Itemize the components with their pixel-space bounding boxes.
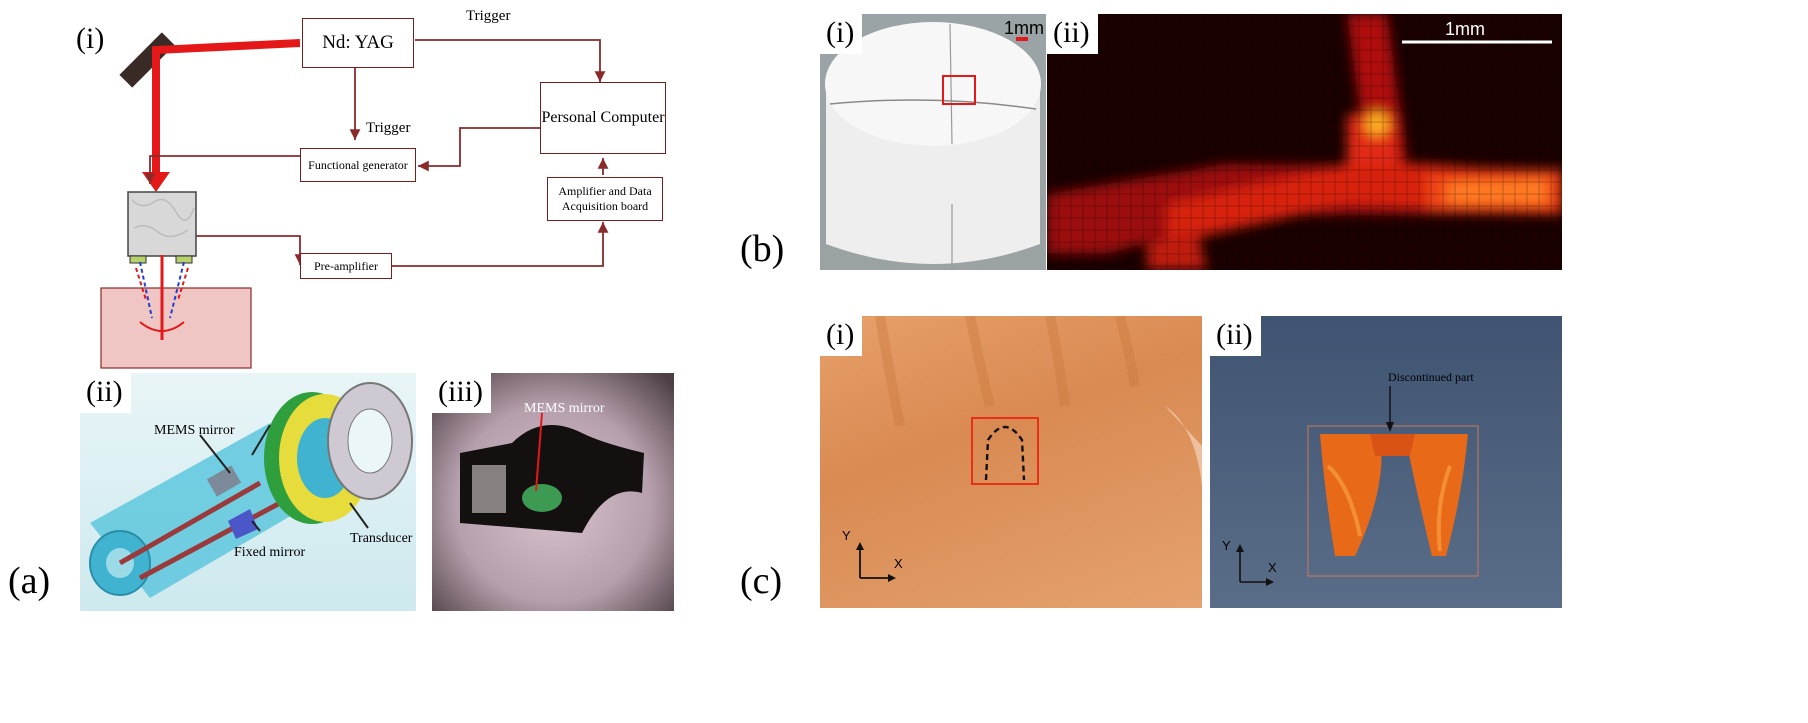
- transducer-label: Transducer: [350, 531, 413, 546]
- axis-x-c-ii: X: [1268, 560, 1277, 575]
- amplifier-line2: Acquisition board: [561, 199, 649, 213]
- fixed-mirror-label: Fixed mirror: [234, 545, 306, 560]
- sample-holder: [127, 191, 197, 257]
- ndyag-box: Nd: YAG: [302, 18, 414, 68]
- trigger-top-label: Trigger: [466, 8, 511, 24]
- pre-amplifier-box: Pre-amplifier: [300, 253, 392, 279]
- laser-beam: [152, 39, 301, 180]
- label-c-ii: (ii): [1210, 316, 1261, 356]
- functional-generator-label: Functional generator: [308, 157, 408, 172]
- pre-amplifier-label: Pre-amplifier: [314, 258, 378, 273]
- panel-b-i-phantom-photo: 1mm: [820, 14, 1046, 270]
- axis-y-c-ii: Y: [1222, 538, 1231, 553]
- amplifier-box: Amplifier and Data Acquisition board: [547, 177, 663, 221]
- label-b-ii: (ii): [1047, 14, 1098, 54]
- label-a-iii: (iii): [432, 373, 491, 413]
- label-b-i: (i): [820, 14, 863, 54]
- probe-photo-svg: [460, 412, 644, 533]
- vessel-outline: [984, 425, 1026, 481]
- discontinued-label: Discontinued part: [1388, 370, 1474, 384]
- panel-b-ii-heatmap: 1mm: [1047, 14, 1562, 270]
- axis-y-c-i: Y: [842, 528, 851, 543]
- label-a: (a): [8, 560, 51, 602]
- setup-diagram-lines: [100, 32, 609, 369]
- mirror-icon: [119, 32, 175, 88]
- panel-a-i-setup-diagram: Nd: YAG Trigger Trigger Personal Compute…: [70, 0, 710, 372]
- functional-generator-box: Functional generator: [300, 148, 416, 182]
- panel-a-ii-probe-render: MEMS mirror Fixed mirror Transducer: [80, 373, 416, 611]
- heatmap-svg: [1047, 14, 1562, 270]
- roi-box: [971, 417, 1039, 485]
- panel-c-ii-3d-render: Discontinued part Y X: [1210, 316, 1562, 608]
- scale-b-i: 1mm: [1004, 18, 1044, 38]
- label-c: (c): [740, 560, 783, 602]
- personal-computer-box: Personal Computer: [540, 82, 666, 154]
- ndyag-label: Nd: YAG: [322, 32, 394, 53]
- phantom-svg: [825, 22, 1041, 269]
- label-b: (b): [740, 228, 785, 270]
- region-of-interest: [942, 75, 976, 105]
- label-c-i: (i): [820, 316, 863, 356]
- personal-computer-label: Personal Computer: [541, 109, 665, 126]
- scale-b-ii: 1mm: [1445, 19, 1485, 39]
- panel-c-i-hand-photo: Y X: [820, 316, 1202, 608]
- mems-mirror-label-ii: MEMS mirror: [154, 423, 235, 438]
- probe-render-svg: [89, 382, 413, 598]
- render-svg: [1236, 386, 1479, 586]
- trigger-mid-label: Trigger: [366, 120, 411, 136]
- hand-svg: [856, 316, 1202, 582]
- mems-mirror-part: [206, 465, 242, 497]
- label-a-ii: (ii): [80, 373, 131, 413]
- amplifier-line1: Amplifier and Data: [558, 184, 652, 198]
- axis-x-c-i: X: [894, 556, 903, 571]
- mems-mirror-label-iii: MEMS mirror: [524, 401, 605, 416]
- label-a-i: (i): [76, 22, 105, 55]
- fixed-mirror-part: [228, 509, 258, 539]
